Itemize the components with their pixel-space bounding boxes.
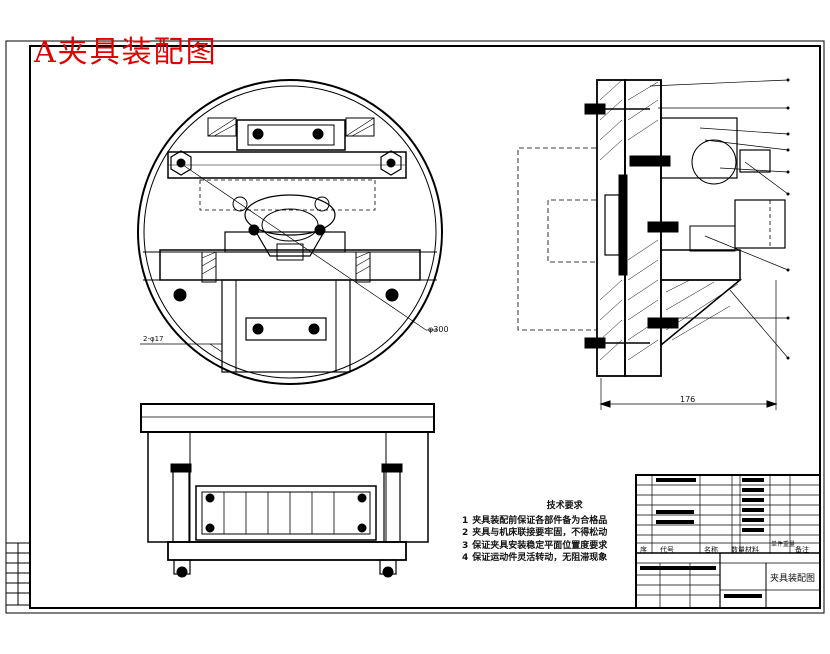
requirement-number: 2 <box>462 528 469 538</box>
requirement-text: 保证夹具安装稳定平面位置度要求 <box>472 540 608 551</box>
requirement-number: 1 <box>462 515 469 526</box>
title-block-label: 名称 <box>704 546 718 554</box>
hole-note: 2-φ17 <box>143 335 164 343</box>
requirement-item: 2 夹具与机床联接要牢固，不得松动 <box>462 527 607 540</box>
title-block-label: 单件重量 <box>771 541 796 548</box>
requirement-item: 4 保证运动件灵活转动，无阻滞现象 <box>462 552 607 565</box>
requirement-item: 3 保证夹具安装稳定平面位置度要求 <box>462 540 607 553</box>
top-view <box>140 403 435 578</box>
title-block <box>635 474 821 609</box>
requirement-number: 4 <box>462 553 469 563</box>
front-view <box>137 79 443 385</box>
requirement-number: 3 <box>462 540 469 551</box>
title-block-label: 数量 <box>731 546 745 554</box>
requirement-text: 保证运动件灵活转动，无阻滞现象 <box>472 553 608 563</box>
left-margin-table <box>5 542 31 606</box>
title-block-drawing-name: 夹具装配图 <box>770 574 816 584</box>
title-block-label: 备注 <box>795 546 809 554</box>
length-dimension: 176 <box>680 395 696 404</box>
technical-requirements: 技术要求 1 夹具装配前保证各部件备为合格品 2 夹具与机床联接要牢固，不得松动… <box>462 500 607 565</box>
side-section-view <box>517 78 790 410</box>
title-block-label: 序 <box>640 546 647 554</box>
requirement-item: 1 夹具装配前保证各部件备为合格品 <box>462 515 607 528</box>
requirement-text: 夹具与机床联接要牢固，不得松动 <box>472 528 608 538</box>
outer-frame <box>5 40 825 614</box>
diameter-dimension: φ300 <box>428 325 449 334</box>
title-block-label: 代号 <box>660 546 674 554</box>
drawing-title: A夹具装配图 <box>34 35 218 70</box>
tech-heading: 技术要求 <box>546 501 583 511</box>
inner-frame <box>29 45 821 609</box>
title-block-label: 材料 <box>745 546 759 554</box>
requirement-text: 夹具装配前保证各部件备为合格品 <box>472 515 608 526</box>
